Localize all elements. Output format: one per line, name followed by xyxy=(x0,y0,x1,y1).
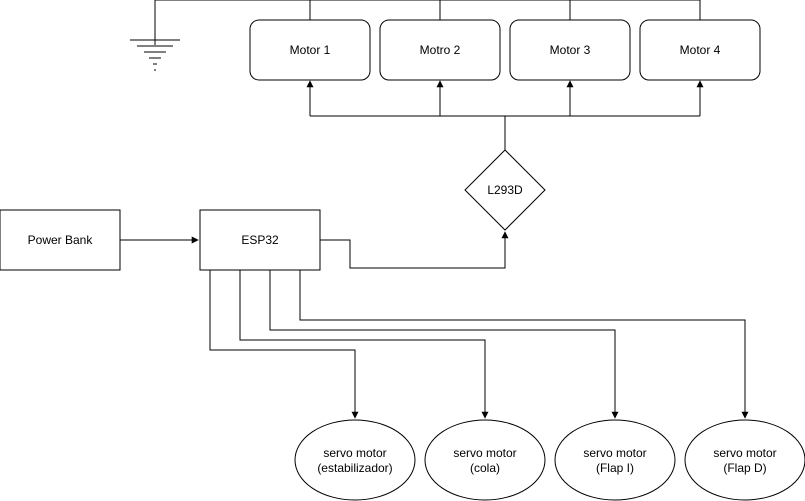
power-bank-label: Power Bank xyxy=(28,233,94,247)
motor-1-node: Motor 1 xyxy=(249,19,371,81)
servo-estabilizador-line1: servo motor xyxy=(323,446,386,460)
motor-3-label: Motor 3 xyxy=(550,43,591,57)
esp32-label: ESP32 xyxy=(241,233,279,247)
motor-3-node: Motor 3 xyxy=(509,19,631,81)
servo-estabilizador-node: servo motor (estabilizador) xyxy=(294,419,416,501)
servo-flap-d-line1: servo motor xyxy=(713,446,776,460)
l293d-node: L293D xyxy=(464,149,546,231)
esp32-to-servos-connectors xyxy=(209,270,749,419)
ground-icon xyxy=(130,39,180,71)
motor-4-label: Motor 4 xyxy=(680,43,721,57)
power-bank-node: Power Bank xyxy=(0,209,121,271)
motor-2-label: Motro 2 xyxy=(420,43,461,57)
servo-estabilizador-line2: (estabilizador) xyxy=(317,461,392,475)
ground-bus xyxy=(154,0,701,45)
servo-cola-node: servo motor (cola) xyxy=(424,419,546,501)
servo-flap-d-line2: (Flap D) xyxy=(723,461,766,475)
motor-1-label: Motor 1 xyxy=(290,43,331,57)
esp32-node: ESP32 xyxy=(199,209,321,271)
motor-2-node: Motro 2 xyxy=(379,19,501,81)
servo-cola-line2: (cola) xyxy=(470,461,500,475)
servo-flap-i-line2: (Flap I) xyxy=(596,461,634,475)
driver-to-motors-connector xyxy=(306,80,704,150)
motor-4-node: Motor 4 xyxy=(639,19,761,81)
servo-cola-line1: servo motor xyxy=(453,446,516,460)
servo-flap-i-line1: servo motor xyxy=(583,446,646,460)
servo-flap-i-node: servo motor (Flap I) xyxy=(554,419,676,501)
esp32-to-l293d-connector xyxy=(320,231,509,269)
servo-flap-d-node: servo motor (Flap D) xyxy=(684,419,805,501)
l293d-label: L293D xyxy=(487,183,523,197)
